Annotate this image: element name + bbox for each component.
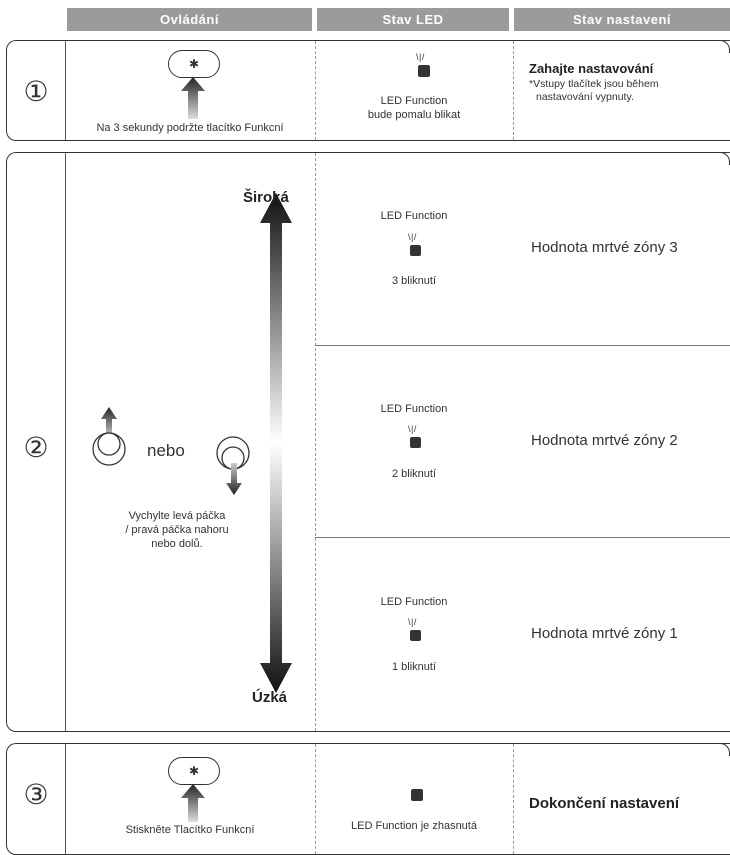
header-controls: Ovládání <box>67 8 312 31</box>
divider <box>65 744 66 854</box>
header-led-status-label: Stav LED <box>382 12 444 27</box>
step-1-status-note-2: nastavování vypnuty. <box>536 91 634 103</box>
led-indicator <box>410 245 421 256</box>
step-1-instruction: Na 3 sekundy podržte tlacítko Funkcní <box>96 122 284 134</box>
step-2-panel: ② Široká Úzká nebo Vychylte levá páčka /… <box>6 151 730 732</box>
divider <box>65 41 66 140</box>
gear-icon: ✱ <box>188 764 200 778</box>
step-3-panel: ③ ✱ Stiskněte Tlacítko Funkcní LED Funct… <box>6 742 730 855</box>
row-1-blinks: 1 bliknutí <box>391 661 437 673</box>
row-1-led-label: LED Function <box>380 596 448 608</box>
step-2-instruction-3: nebo dolů. <box>151 538 203 550</box>
led-indicator <box>410 437 421 448</box>
step-1-status-note-1: *Vstupy tlačítek jsou během <box>529 78 659 90</box>
function-button: ✱ <box>168 757 220 785</box>
row-2-status: Hodnota mrtvé zóny 2 <box>531 432 678 449</box>
function-button: ✱ <box>168 50 220 78</box>
or-label: nebo <box>147 441 185 460</box>
led-blink-rays-icon: \ | / <box>408 232 416 242</box>
arrow-down-icon <box>226 463 242 495</box>
range-arrow-icon <box>260 193 292 693</box>
step-2-instruction-1: Vychylte levá páčka <box>128 510 226 522</box>
press-arrow-icon <box>181 784 205 822</box>
divider <box>513 744 514 854</box>
divider <box>315 744 316 854</box>
step-3-instruction: Stiskněte Tlacítko Funkcní <box>125 824 255 836</box>
step-2-instruction-2: / pravá páčka nahoru <box>125 524 229 536</box>
header-controls-label: Ovládání <box>160 12 219 27</box>
led-indicator <box>411 789 423 801</box>
led-indicator <box>418 65 430 77</box>
row-3-blinks: 3 bliknutí <box>391 275 437 287</box>
row-2-blinks: 2 bliknutí <box>391 468 437 480</box>
divider <box>513 41 514 140</box>
step-1-led-line2: bude pomalu blikat <box>367 109 461 121</box>
gear-icon: ✱ <box>188 57 200 71</box>
header-setting-status-label: Stav nastavení <box>572 12 672 27</box>
header-led-status: Stav LED <box>317 8 509 31</box>
wide-label: Široká <box>243 189 289 206</box>
step-1-status-title: Zahajte nastavování <box>529 61 654 76</box>
step-1-led-line1: LED Function <box>380 95 448 107</box>
step-3-led-label: LED Function je zhasnutá <box>351 820 477 832</box>
step-1-number: ① <box>23 76 49 107</box>
row-1-status: Hodnota mrtvé zóny 1 <box>531 625 678 642</box>
arrow-up-icon <box>101 407 117 437</box>
row-3-led-label: LED Function <box>380 210 448 222</box>
divider <box>65 153 66 731</box>
led-blink-rays-icon: \ | / <box>408 617 416 627</box>
row-divider <box>315 345 730 346</box>
divider <box>315 153 316 731</box>
step-1-panel: ① ✱ Na 3 sekundy podržte tlacítko Funkcn… <box>6 39 730 141</box>
row-3-status: Hodnota mrtvé zóny 3 <box>531 239 678 256</box>
divider <box>315 41 316 140</box>
header-setting-status: Stav nastavení <box>514 8 730 31</box>
step-3-number: ③ <box>23 779 49 810</box>
left-stick-icon <box>92 432 126 466</box>
press-arrow-icon <box>181 77 205 119</box>
row-divider <box>315 537 730 538</box>
step-3-status-title: Dokončení nastavení <box>529 795 680 812</box>
step-2-number: ② <box>23 432 49 463</box>
led-blink-rays-icon: \ | / <box>408 424 416 434</box>
row-2-led-label: LED Function <box>380 403 448 415</box>
led-indicator <box>410 630 421 641</box>
led-blink-rays-icon: \ | / <box>416 52 424 62</box>
narrow-label: Úzká <box>252 689 288 706</box>
